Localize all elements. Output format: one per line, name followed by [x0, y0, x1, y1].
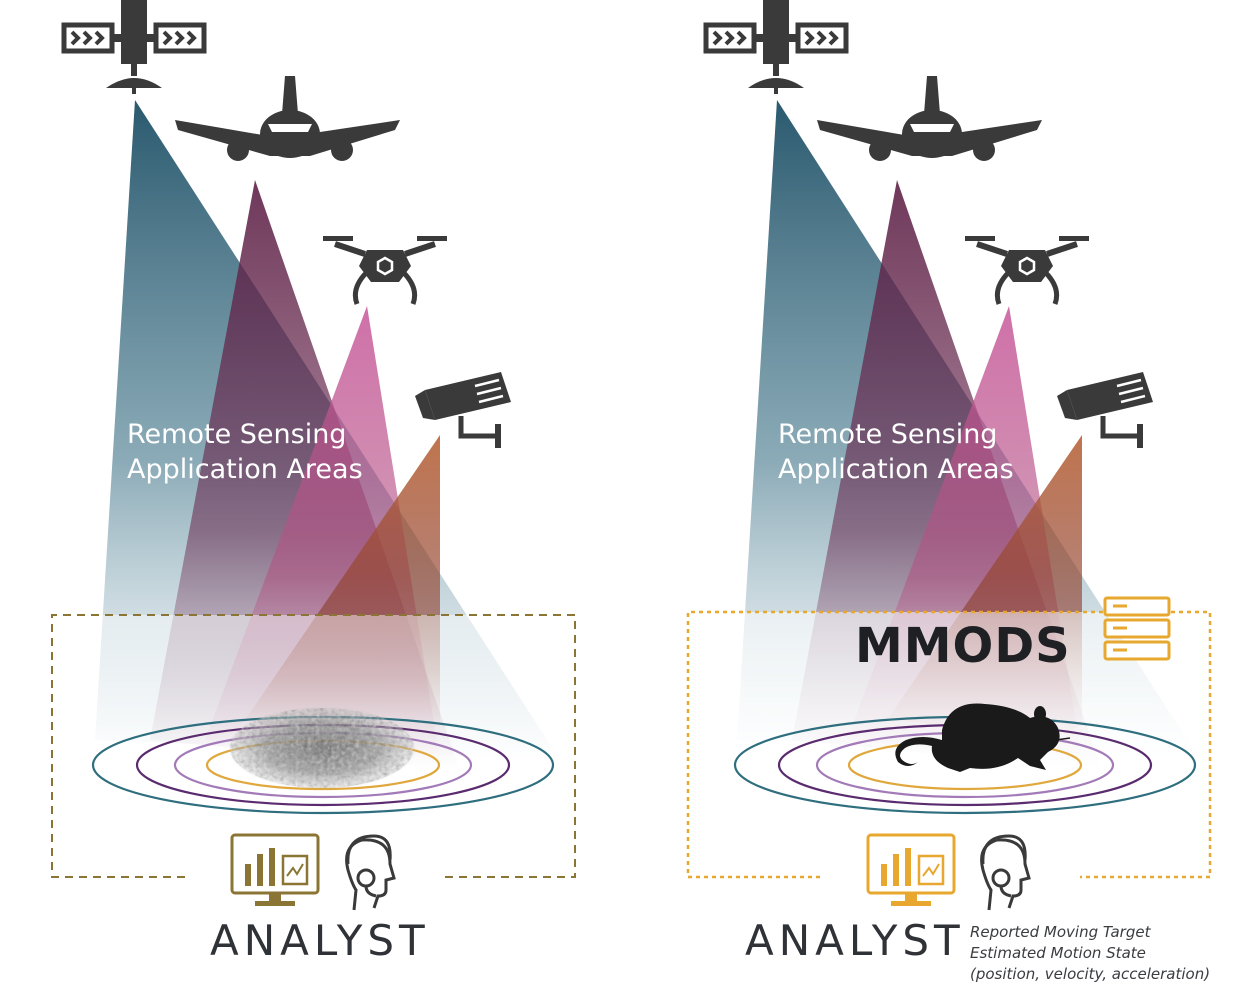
- left-panel: Remote Sensing Application Areas ANALYST: [51, 0, 576, 965]
- right-panel: MMODS Remote Sensing Application Areas: [686, 0, 1212, 983]
- left-analyst-label: ANALYST: [210, 916, 430, 965]
- drone-icon: [323, 236, 447, 304]
- mmods-label: MMODS: [855, 618, 1071, 674]
- monitor-chart-icon: [866, 833, 956, 906]
- noise-target-icon: [227, 706, 417, 790]
- monitor-chart-icon: [230, 833, 320, 906]
- drone-icon: [965, 236, 1089, 304]
- right-analyst-label: ANALYST: [745, 916, 965, 965]
- right-title-line2: Application Areas: [778, 454, 1014, 485]
- left-title-line2: Application Areas: [127, 454, 363, 485]
- airplane-icon: [817, 76, 1042, 161]
- security-camera-icon: [1057, 372, 1153, 448]
- server-stack-icon: [1103, 596, 1171, 661]
- mmods-boundary: [686, 610, 1212, 879]
- headset-operator-icon: [980, 834, 1031, 912]
- left-title-line1: Remote Sensing: [127, 419, 346, 450]
- note-line1: Reported Moving Target: [970, 923, 1152, 941]
- mouse-icon: [895, 703, 1071, 772]
- airplane-icon: [175, 76, 400, 161]
- security-camera-icon: [415, 372, 511, 448]
- note-line3: (position, velocity, acceleration): [970, 965, 1210, 983]
- note-line2: Estimated Motion State: [970, 944, 1146, 962]
- satellite-icon: [64, 0, 204, 94]
- right-title-line1: Remote Sensing: [778, 419, 997, 450]
- satellite-icon: [706, 0, 846, 94]
- headset-operator-icon: [345, 834, 396, 912]
